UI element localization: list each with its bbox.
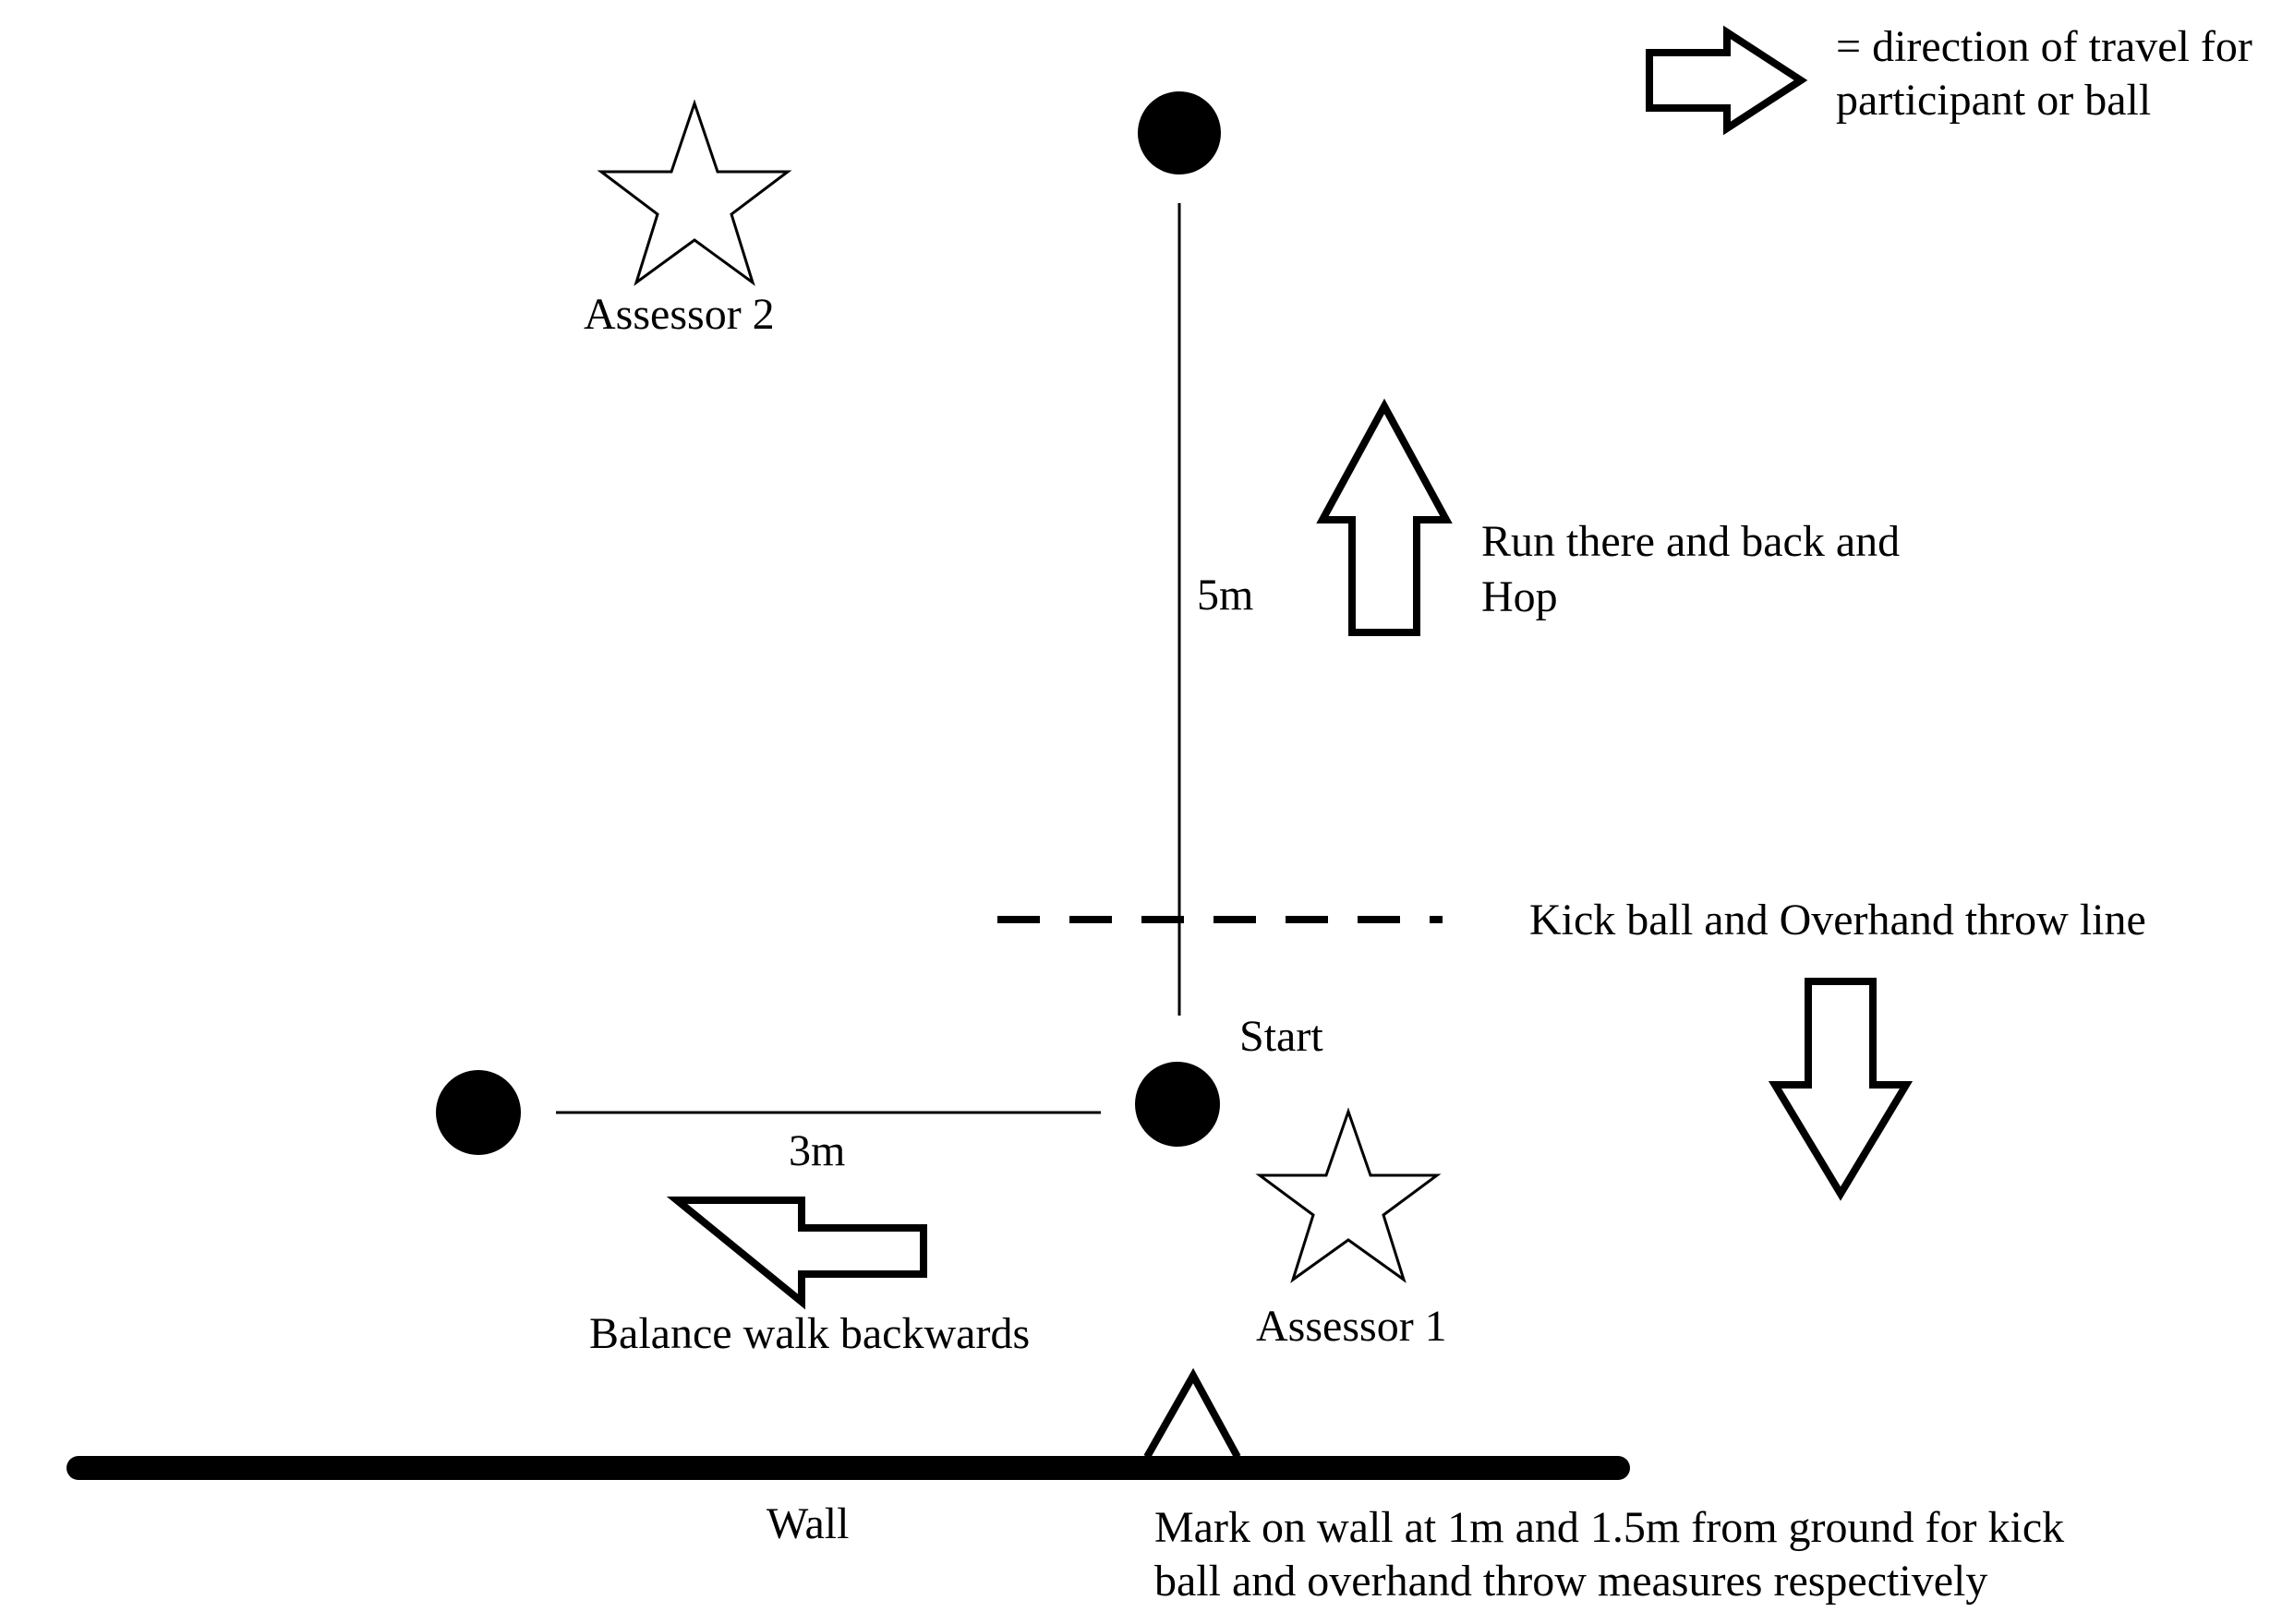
wall-mark-label-line1: Mark on wall at 1m and 1.5m from ground … <box>1154 1503 2064 1552</box>
assessor-1-star-icon <box>1255 1107 1442 1283</box>
kick-throw-line-label: Kick ball and Overhand throw line <box>1529 896 2146 944</box>
distance-5m-label: 5m <box>1197 571 1253 620</box>
left-cone-marker <box>436 1070 521 1155</box>
run-direction-arrow-icon <box>1316 398 1453 636</box>
legend-text-line2: participant or ball <box>1836 76 2151 125</box>
wall-mark-label-line2: ball and overhand throw measures respect… <box>1154 1557 1987 1606</box>
assessor-2-star-icon <box>597 99 792 286</box>
run-hop-label-line2: Hop <box>1481 572 1558 621</box>
run-hop-label-line1: Run there and back and <box>1481 517 1900 566</box>
balance-walk-label: Balance walk backwards <box>589 1309 1030 1358</box>
wall-label: Wall <box>767 1499 849 1548</box>
start-label: Start <box>1239 1012 1323 1061</box>
start-cone-marker <box>1135 1062 1220 1147</box>
ball-direction-arrow-icon <box>1768 978 1914 1201</box>
balance-direction-arrow-icon <box>666 1197 927 1310</box>
wall-mark-triangle-icon <box>1143 1367 1241 1459</box>
distance-3m-label: 3m <box>789 1126 845 1175</box>
assessor-2-label: Assessor 2 <box>584 290 775 339</box>
legend-text-line1: = direction of travel for <box>1836 22 2252 71</box>
assessor-1-label: Assessor 1 <box>1256 1302 1447 1351</box>
top-cone-marker <box>1138 91 1221 174</box>
legend-arrow-icon <box>1646 25 1808 136</box>
